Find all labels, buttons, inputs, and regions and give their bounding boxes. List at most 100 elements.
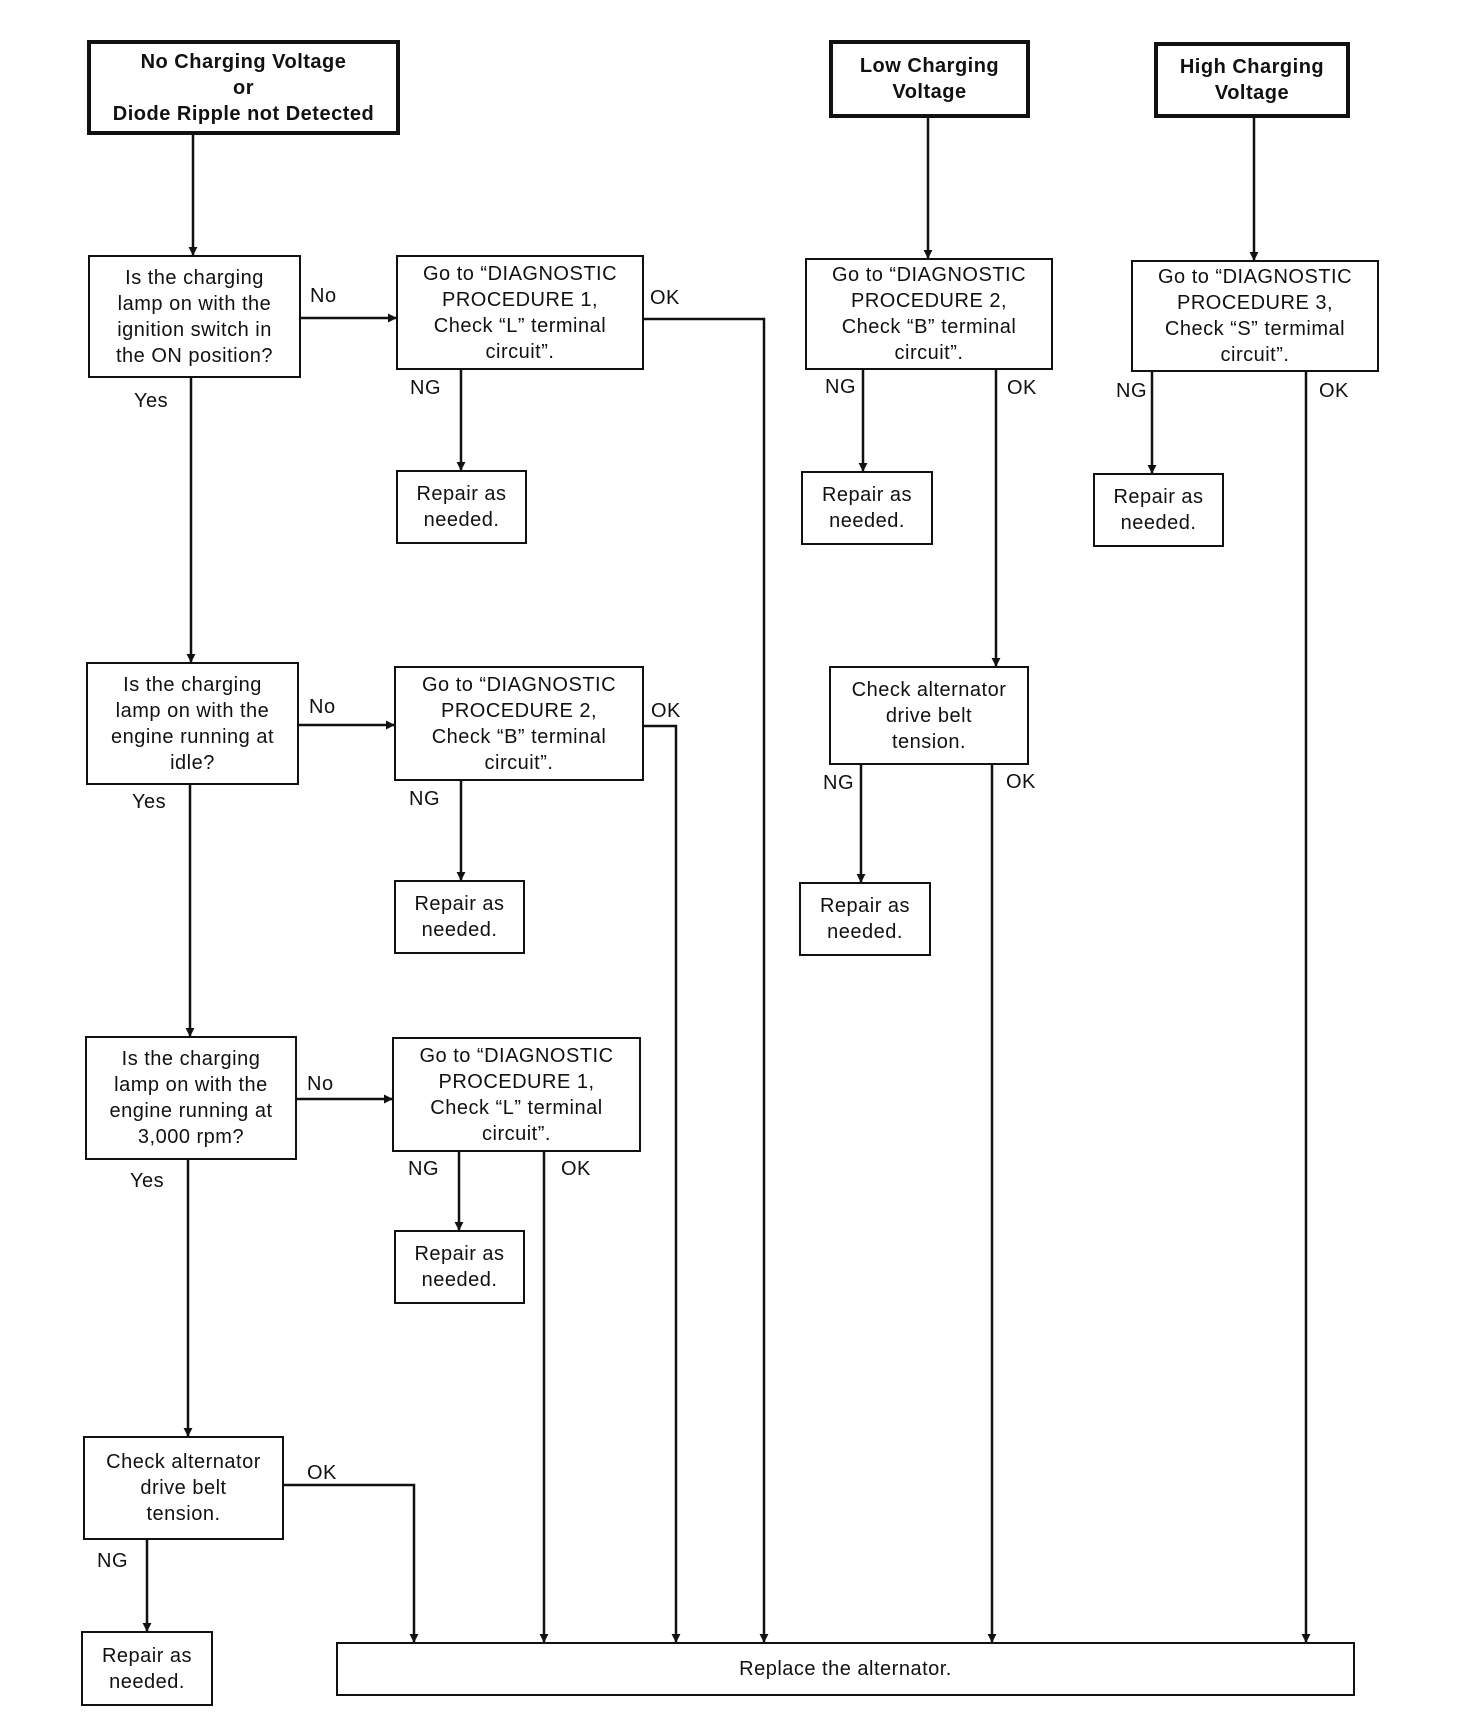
p2low-line-2: PROCEDURE 2,	[850, 290, 1008, 312]
label-ng-p2a: NG	[409, 788, 440, 810]
q1-line-4: the ON position?	[116, 344, 273, 367]
p2a-line-2: PROCEDURE 2,	[440, 699, 598, 722]
p1b-line-3: Check “L” terminal	[430, 1096, 603, 1119]
label-ng-p3high: NG	[1116, 380, 1147, 402]
label-ng-p2low: NG	[825, 376, 856, 398]
p3high-line-4: circuit”.	[1220, 344, 1290, 366]
repair-after-p3high: Repair as needed.	[1093, 473, 1224, 547]
label-ng-p1b: NG	[408, 1158, 439, 1180]
p2low-line-1: Go to “DIAGNOSTIC	[831, 264, 1027, 286]
q2-line-2: lamp on with the	[115, 699, 270, 722]
start-no-voltage-line-1: No Charging Voltage	[140, 50, 347, 73]
p1a-line-3: Check “L” terminal	[433, 314, 607, 337]
q2-line-3: engine running at	[110, 725, 275, 748]
start-high-charging-voltage: High Charging Voltage	[1154, 42, 1350, 118]
repair-after-p2low: Repair as needed.	[801, 471, 933, 545]
p2a-line-3: Check “B” terminal	[431, 725, 607, 748]
repair-line-2: needed.	[827, 921, 903, 943]
p2a-line-1: Go to “DIAGNOSTIC	[421, 673, 617, 696]
q2-line-4: idle?	[170, 751, 215, 774]
belt-left-line-3: tension.	[146, 1503, 221, 1525]
start-low-charging-voltage: Low Charging Voltage	[829, 40, 1030, 118]
p2low-line-3: Check “B” terminal	[841, 316, 1017, 338]
repair-after-belt-low: Repair as needed.	[799, 882, 931, 956]
question-ignition-on: Is the charging lamp on with the ignitio…	[88, 255, 301, 378]
replace-alternator: Replace the alternator.	[336, 1642, 1355, 1696]
p3high-line-2: PROCEDURE 3,	[1176, 292, 1334, 314]
label-no-q1: No	[310, 285, 337, 307]
p1b-line-2: PROCEDURE 1,	[438, 1070, 595, 1093]
label-yes-q3: Yes	[130, 1170, 165, 1192]
label-no-q3: No	[307, 1073, 334, 1095]
label-ok-belt-left: OK	[307, 1462, 337, 1484]
label-ok-p1b: OK	[561, 1158, 591, 1180]
q1-line-2: lamp on with the	[117, 292, 272, 315]
question-engine-idle: Is the charging lamp on with the engine …	[86, 662, 299, 785]
start-no-charging-voltage: No Charging Voltage or Diode Ripple not …	[87, 40, 400, 135]
repair-line-2: needed.	[423, 509, 500, 531]
repair-after-p1b: Repair as needed.	[394, 1230, 525, 1304]
start-low-voltage-line-1: Low Charging	[859, 55, 1000, 77]
repair-line-1: Repair as	[821, 484, 913, 506]
p2a-line-4: circuit”.	[484, 751, 554, 774]
belt-left-line-1: Check alternator	[106, 1451, 261, 1473]
p3high-line-1: Go to “DIAGNOSTIC	[1157, 266, 1353, 288]
repair-line-1: Repair as	[819, 895, 911, 917]
repair-after-belt-left: Repair as needed.	[81, 1631, 213, 1706]
repair-line-1: Repair as	[1113, 486, 1204, 508]
p1a-line-1: Go to “DIAGNOSTIC	[422, 262, 618, 285]
label-no-q2: No	[309, 696, 336, 718]
label-ng-belt-low: NG	[823, 772, 854, 794]
repair-line-1: Repair as	[101, 1644, 193, 1667]
start-high-voltage-line-2: Voltage	[1214, 82, 1290, 104]
label-ng-belt-left: NG	[97, 1550, 128, 1572]
label-ok-p2low: OK	[1007, 377, 1037, 399]
label-ok-p3high: OK	[1319, 380, 1349, 402]
q3-line-2: lamp on with the	[114, 1074, 268, 1096]
start-no-voltage-line-2: or	[233, 76, 254, 99]
belt-low-line-2: drive belt	[885, 704, 973, 727]
procedure-1-l-terminal-a: Go to “DIAGNOSTIC PROCEDURE 1, Check “L”…	[396, 255, 644, 370]
p1a-line-2: PROCEDURE 1,	[441, 288, 599, 311]
repair-line-2: needed.	[421, 1269, 498, 1291]
repair-line-1: Repair as	[414, 893, 505, 915]
belt-check-low-voltage: Check alternator drive belt tension.	[829, 666, 1029, 765]
procedure-2-b-terminal-a: Go to “DIAGNOSTIC PROCEDURE 2, Check “B”…	[394, 666, 644, 781]
label-yes-q1: Yes	[134, 390, 169, 412]
repair-line-2: needed.	[421, 919, 498, 941]
label-ok-p1a: OK	[650, 287, 680, 309]
p1a-line-4: circuit”.	[485, 340, 555, 363]
p1b-line-4: circuit”.	[482, 1122, 551, 1145]
belt-low-line-1: Check alternator	[851, 678, 1007, 701]
procedure-1-l-terminal-b: Go to “DIAGNOSTIC PROCEDURE 1, Check “L”…	[392, 1037, 641, 1152]
label-ng-p1a: NG	[410, 377, 441, 399]
p3high-line-3: Check “S” termimal	[1164, 318, 1346, 340]
repair-line-1: Repair as	[414, 1243, 505, 1265]
start-no-voltage-line-3: Diode Ripple not Detected	[112, 102, 375, 125]
belt-left-line-2: drive belt	[140, 1477, 227, 1499]
q1-line-3: ignition switch in	[117, 318, 272, 341]
repair-line-2: needed.	[829, 510, 905, 532]
start-high-voltage-line-1: High Charging	[1179, 56, 1325, 78]
question-engine-3000rpm: Is the charging lamp on with the engine …	[85, 1036, 297, 1160]
label-ok-p2a: OK	[651, 700, 681, 722]
q1-line-1: Is the charging	[125, 266, 264, 289]
p1b-line-1: Go to “DIAGNOSTIC	[419, 1044, 614, 1067]
label-yes-q2: Yes	[132, 791, 167, 813]
start-low-voltage-line-2: Voltage	[892, 81, 967, 103]
label-ok-belt-low: OK	[1006, 771, 1036, 793]
repair-line-1: Repair as	[416, 483, 507, 505]
arrow-belt-left-ok-to-replace	[284, 1483, 419, 1643]
repair-after-p2a: Repair as needed.	[394, 880, 525, 954]
repair-after-p1a: Repair as needed.	[396, 470, 527, 544]
q3-line-4: 3,000 rpm?	[137, 1126, 245, 1148]
arrow-p2a-ok-to-replace	[644, 724, 681, 1643]
procedure-2-b-terminal-low: Go to “DIAGNOSTIC PROCEDURE 2, Check “B”…	[805, 258, 1053, 370]
replace-alternator-text: Replace the alternator.	[739, 1658, 952, 1680]
procedure-3-s-terminal-high: Go to “DIAGNOSTIC PROCEDURE 3, Check “S”…	[1131, 260, 1379, 372]
repair-line-2: needed.	[109, 1670, 185, 1693]
q2-line-1: Is the charging	[123, 673, 262, 696]
repair-line-2: needed.	[1120, 512, 1197, 534]
q3-line-1: Is the charging	[121, 1048, 261, 1070]
